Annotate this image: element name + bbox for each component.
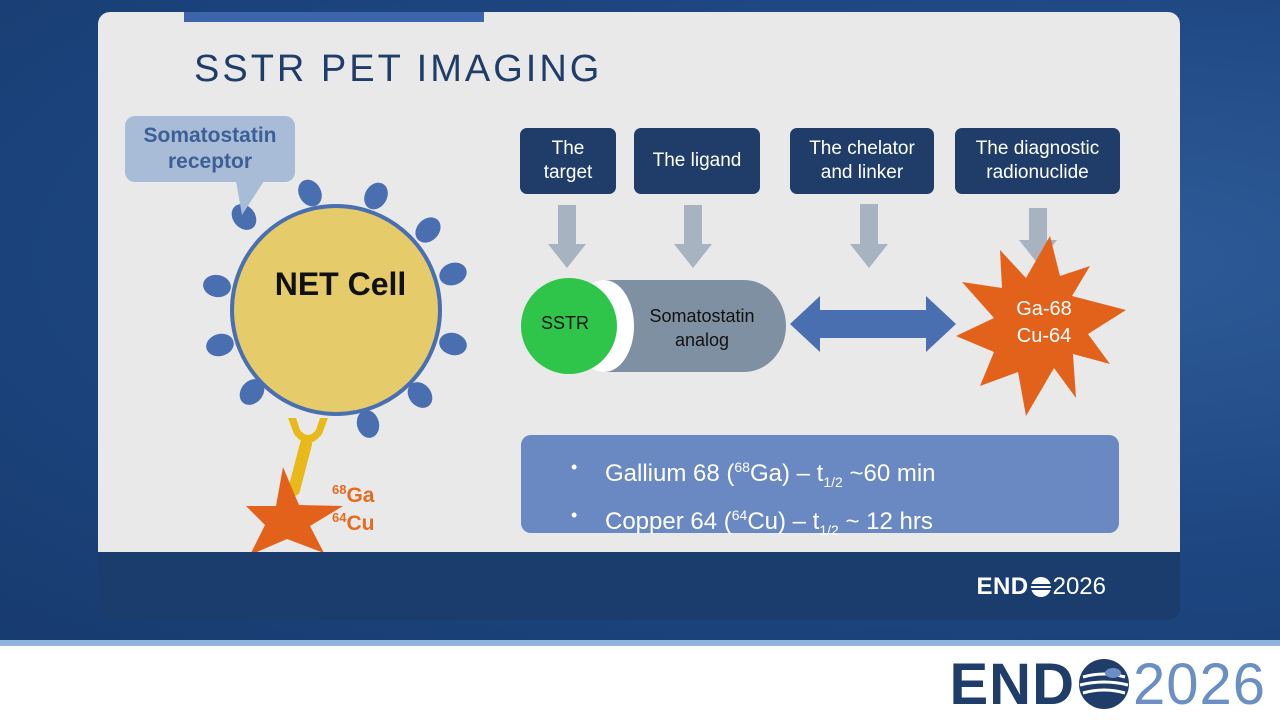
- box-ligand: The ligand: [634, 128, 760, 194]
- logo-year: 2026: [1052, 573, 1106, 600]
- globe-icon: [1078, 659, 1129, 709]
- analog-label: Somatostatin analog: [634, 304, 770, 352]
- radionuclide-line2: Cu-64: [1016, 325, 1072, 347]
- bullet-icon: •: [571, 505, 578, 525]
- footer-logo-word: END: [949, 651, 1075, 717]
- receptor-bump-icon: [439, 262, 467, 286]
- isotope-ga-label: 68Ga: [332, 482, 375, 507]
- receptor-bump-icon: [415, 217, 441, 243]
- arrow-down-icon: [548, 205, 586, 268]
- half-life-item: •Gallium 68 (68Ga) – t1/2 ~60 min: [571, 451, 1119, 499]
- radionuclide-line1: Ga-68: [1016, 298, 1072, 320]
- analog-cylinder: [604, 280, 786, 372]
- slide-panel: SSTR PET IMAGING: [98, 12, 1180, 552]
- callout-line2: receptor: [167, 150, 253, 173]
- analog-label-line2: analog: [674, 330, 730, 350]
- box-ligand-line1: The ligand: [652, 150, 742, 171]
- callout-line1: Somatostatin: [143, 124, 277, 147]
- slide-title: SSTR PET IMAGING: [194, 48, 603, 90]
- net-cell-label: NET Cell: [274, 266, 407, 302]
- radionuclide-label: Ga-68 Cu-64: [994, 296, 1094, 350]
- receptor-bump-icon: [439, 332, 467, 356]
- title-accent-bar: [184, 12, 484, 22]
- isotope-cu-label: 64Cu: [332, 510, 375, 535]
- logo-word: END: [976, 573, 1029, 600]
- slide-card: SSTR PET IMAGING: [98, 12, 1180, 620]
- bottom-rule: [0, 640, 1280, 646]
- bottom-rule-gap: [0, 646, 1280, 650]
- receptor-bump-icon: [206, 333, 234, 357]
- receptor-callout: Somatostatin receptor: [125, 116, 295, 182]
- half-life-item: •Copper 64 (64Cu) – t1/2 ~ 12 hrs: [571, 499, 1119, 547]
- linker-stem: [288, 438, 312, 496]
- box-chelator-line1: The chelator: [809, 138, 915, 159]
- double-arrow-icon: [790, 296, 956, 352]
- receptor-bump-icon: [239, 379, 265, 405]
- down-arrows: [548, 204, 1057, 268]
- diagram-graphics: [203, 179, 1126, 552]
- footer-logo-year: 2026: [1132, 651, 1266, 717]
- card-logo: END 2026: [976, 573, 1106, 600]
- half-life-box: •Gallium 68 (68Ga) – t1/2 ~60 min •Coppe…: [521, 435, 1119, 538]
- box-radionuclide: The diagnostic radionuclide: [955, 128, 1120, 194]
- box-chelator: The chelator and linker: [790, 128, 934, 194]
- box-target-line2: target: [543, 162, 593, 183]
- net-cell: [230, 204, 442, 416]
- receptor-bump-icon: [364, 182, 388, 210]
- half-life-list: •Gallium 68 (68Ga) – t1/2 ~60 min •Coppe…: [521, 435, 1119, 547]
- box-target-line1: The: [551, 138, 585, 159]
- footer-logo: END 2026: [950, 652, 1267, 717]
- burst-icon: [956, 236, 1126, 416]
- ligand-cup: [288, 418, 328, 443]
- bottom-strip: [0, 650, 1280, 720]
- sstr-circle: [521, 278, 617, 374]
- arrow-down-icon: [850, 204, 888, 268]
- box-target: The target: [520, 128, 616, 194]
- callout-tail: [236, 181, 264, 215]
- box-radionuclide-line1: The diagnostic: [975, 138, 1100, 159]
- receptor-bump-icon: [356, 410, 380, 438]
- arrow-down-icon: [674, 205, 712, 268]
- bullet-icon: •: [571, 457, 578, 477]
- analog-label-line1: Somatostatin: [649, 306, 755, 326]
- box-radionuclide-line2: radionuclide: [986, 162, 1089, 183]
- receptor-bump-icon: [298, 179, 322, 207]
- star-icon: [246, 467, 343, 552]
- sstr-label: SSTR: [540, 313, 589, 333]
- box-chelator-line2: and linker: [820, 162, 904, 183]
- receptor-bump-icon: [407, 382, 433, 408]
- globe-icon: [1030, 577, 1051, 597]
- receptor-bump-icon: [203, 274, 231, 298]
